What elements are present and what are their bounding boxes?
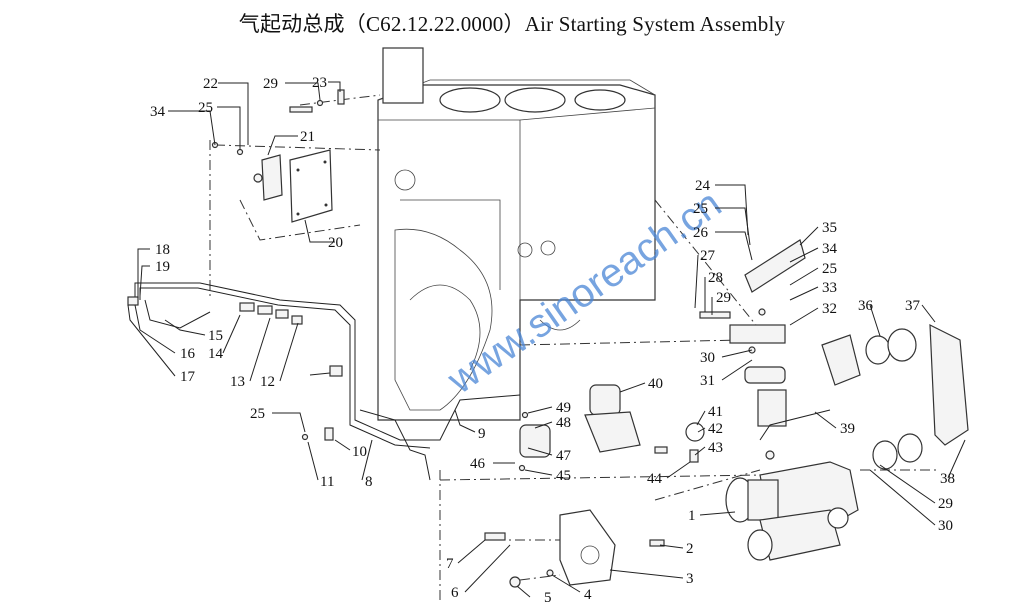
callout-14: 14 <box>208 346 224 362</box>
callout-37: 37 <box>905 298 921 314</box>
callout-13: 13 <box>230 374 245 390</box>
diagram-title: 气起动总成（C62.12.22.0000）Air Starting System… <box>238 12 786 36</box>
starter-bracket <box>484 509 665 588</box>
callout-30b: 30 <box>938 518 953 534</box>
callout-30: 30 <box>700 350 715 366</box>
callout-26: 26 <box>693 225 709 241</box>
callout-17: 17 <box>180 369 196 385</box>
callout-7: 7 <box>446 556 454 572</box>
callout-35: 35 <box>822 220 837 236</box>
callout-36: 36 <box>858 298 874 314</box>
leader-lines <box>127 81 966 598</box>
callout-18: 18 <box>155 242 170 258</box>
callout-2: 2 <box>686 541 694 557</box>
callout-10: 10 <box>352 444 367 460</box>
callout-29: 29 <box>263 76 278 92</box>
callout-9: 9 <box>478 426 486 442</box>
callout-41: 41 <box>708 404 723 420</box>
assembly-lines <box>209 94 940 600</box>
callout-4: 4 <box>584 587 592 603</box>
cover-plate <box>253 149 333 223</box>
callout-25: 25 <box>198 100 213 116</box>
callout-38: 38 <box>940 471 955 487</box>
callout-22: 22 <box>203 76 218 92</box>
callout-16: 16 <box>180 346 196 362</box>
callout-40: 40 <box>648 376 663 392</box>
callout-labels: 22 29 23 34 25 21 20 18 19 15 16 14 17 1… <box>150 75 955 606</box>
air-starter-motor <box>725 461 859 561</box>
callout-45: 45 <box>556 468 571 484</box>
callout-46: 46 <box>470 456 486 472</box>
callout-43: 43 <box>708 440 723 456</box>
callout-48: 48 <box>556 415 571 431</box>
callout-20: 20 <box>328 235 343 251</box>
callout-15: 15 <box>208 328 223 344</box>
callout-49: 49 <box>556 400 571 416</box>
callout-28: 28 <box>708 270 723 286</box>
callout-24: 24 <box>695 178 711 194</box>
callout-25c: 25 <box>693 201 708 217</box>
callout-31: 31 <box>700 373 715 389</box>
callout-11: 11 <box>320 474 334 490</box>
engine-block <box>377 47 656 421</box>
callout-39: 39 <box>840 421 855 437</box>
valve-assembly <box>518 384 705 472</box>
callout-27: 27 <box>700 248 716 264</box>
callout-21: 21 <box>300 129 315 145</box>
callout-23: 23 <box>312 75 327 91</box>
callout-34: 34 <box>150 104 166 120</box>
callout-25b: 25 <box>250 406 265 422</box>
callout-1: 1 <box>688 508 696 524</box>
callout-47: 47 <box>556 448 572 464</box>
top-fasteners <box>211 89 345 156</box>
callout-33: 33 <box>822 280 837 296</box>
air-pipes <box>127 282 521 481</box>
callout-8: 8 <box>365 474 373 490</box>
callout-34b: 34 <box>822 241 838 257</box>
callout-29c: 29 <box>938 496 953 512</box>
filter-assembly <box>699 239 969 470</box>
callout-12: 12 <box>260 374 275 390</box>
callout-19: 19 <box>155 259 170 275</box>
callout-42: 42 <box>708 421 723 437</box>
callout-44: 44 <box>647 471 663 487</box>
callout-6: 6 <box>451 585 459 601</box>
callout-25d: 25 <box>822 261 837 277</box>
callout-5: 5 <box>544 590 552 606</box>
callout-32: 32 <box>822 301 837 317</box>
callout-29b: 29 <box>716 290 731 306</box>
callout-3: 3 <box>686 571 694 587</box>
